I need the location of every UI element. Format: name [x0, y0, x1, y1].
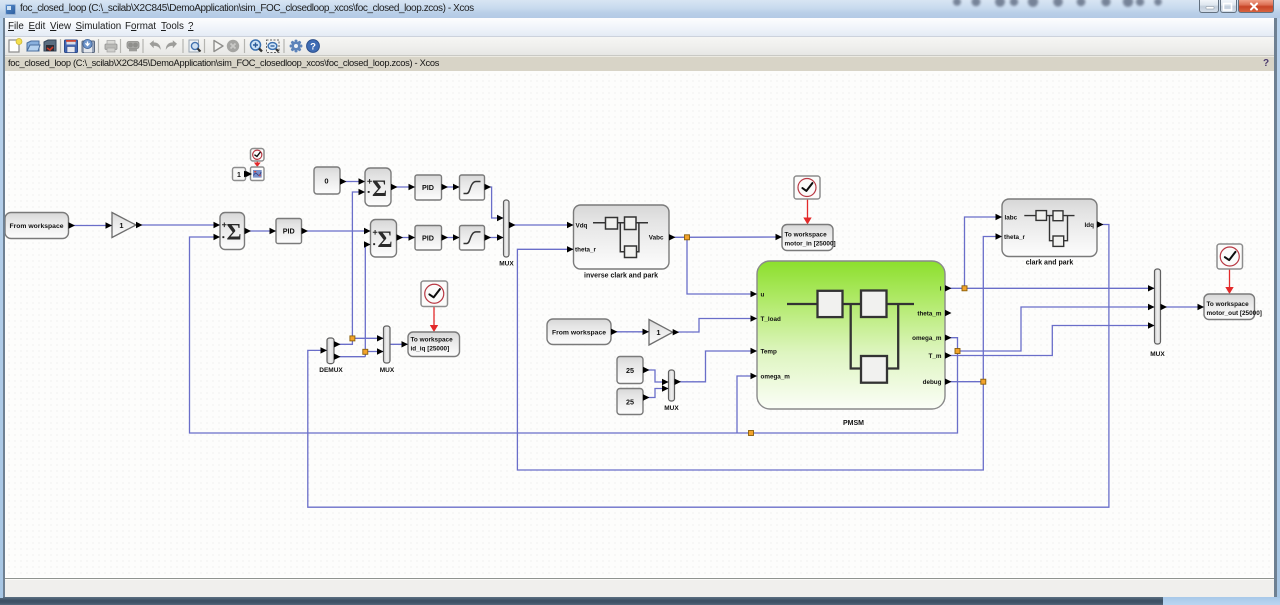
svg-text:Σ: Σ	[377, 227, 392, 252]
svg-text:MUX: MUX	[1150, 351, 1165, 358]
svg-text:motor_out [25000]: motor_out [25000]	[1207, 310, 1262, 317]
svg-text:1: 1	[656, 328, 660, 337]
svg-text:MUX: MUX	[499, 261, 514, 268]
svg-text:1: 1	[237, 172, 241, 179]
svg-text:1: 1	[119, 221, 123, 230]
svg-text:To workspace: To workspace	[411, 336, 454, 343]
svg-text:Σ: Σ	[226, 220, 241, 245]
svg-text:Idq: Idq	[1085, 222, 1095, 229]
svg-text:25: 25	[626, 366, 634, 375]
svg-text:T_load: T_load	[761, 316, 781, 323]
svg-text:i: i	[940, 286, 942, 293]
svg-text:From workspace: From workspace	[9, 223, 63, 230]
svg-text:PMSM: PMSM	[843, 420, 864, 427]
svg-text:?: ?	[310, 41, 316, 52]
svg-text:theta_m: theta_m	[917, 310, 942, 317]
svg-text:omega_m: omega_m	[912, 335, 942, 342]
svg-text:theta_r: theta_r	[575, 247, 597, 254]
svg-text:PID: PID	[283, 227, 295, 236]
svg-text:motor_in [25000]: motor_in [25000]	[785, 241, 836, 248]
svg-text:debug: debug	[923, 379, 942, 386]
svg-text:Vdq: Vdq	[576, 222, 588, 229]
svg-text:T_m: T_m	[929, 353, 942, 360]
svg-text:PID: PID	[422, 234, 434, 243]
svg-text:inverse clark and park: inverse clark and park	[584, 273, 658, 280]
svg-text:To workspace: To workspace	[1207, 301, 1250, 308]
svg-text:id_iq [25000]: id_iq [25000]	[411, 346, 450, 353]
svg-text:omega_m: omega_m	[761, 373, 791, 380]
svg-text:theta_r: theta_r	[1004, 234, 1026, 241]
svg-text:To workspace: To workspace	[785, 231, 828, 238]
svg-text:Temp: Temp	[761, 348, 777, 355]
svg-text:Vabc: Vabc	[649, 235, 664, 242]
svg-text:DEMUX: DEMUX	[319, 367, 343, 374]
svg-text:0: 0	[324, 177, 328, 186]
svg-text:MUX: MUX	[380, 367, 395, 374]
svg-text:MUX: MUX	[664, 405, 679, 412]
svg-text:From workspace: From workspace	[552, 330, 606, 337]
svg-text:PID: PID	[422, 183, 434, 192]
svg-text:25: 25	[626, 398, 634, 407]
svg-text:clark and park: clark and park	[1026, 260, 1074, 267]
svg-text:u: u	[761, 291, 765, 298]
svg-text:Iabc: Iabc	[1005, 214, 1018, 221]
svg-text:Σ: Σ	[372, 176, 387, 201]
